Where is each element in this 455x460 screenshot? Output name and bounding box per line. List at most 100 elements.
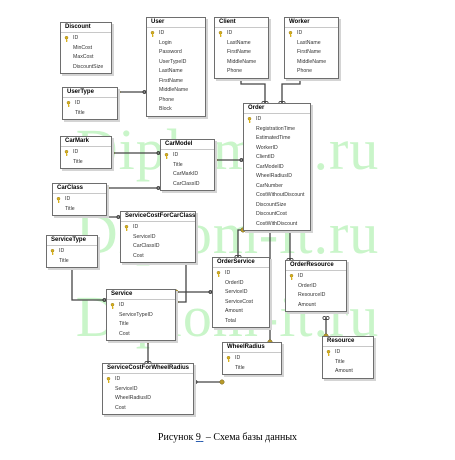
table-title: Order [244,104,310,114]
column-row: ID [61,34,111,44]
diagram-canvas: Diplom-it.ru Diplom-it.ru Diplom-it.ru D… [46,17,378,415]
column-name: WheelRadiusID [115,395,152,401]
relationship-service-to-order-service [173,289,216,295]
column-row: ID [285,29,338,39]
column-row: OrderID [213,279,269,289]
table-title: WheelRadius [223,343,281,353]
column-row: DiscountCost [244,210,310,220]
column-name: Phone [159,96,175,103]
column-row: ServiceID [103,385,193,395]
column-row: MiddleName [215,58,268,68]
caption-suffix: – Схема базы данных [203,432,298,443]
column-name: ID [227,30,233,36]
column-name: ID [173,152,179,158]
primary-key-icon [226,356,231,362]
column-name: ID [65,196,71,202]
relationship-car-model-to-order [212,157,247,163]
table-title: ServiceCostForWheelRadius [103,364,193,374]
column-name: ServiceCost [225,298,253,305]
column-name: MiddleName [297,58,327,65]
table-title: User [147,18,205,28]
column-row: FirstName [285,48,338,58]
column-row: LastName [215,39,268,49]
column-row: Title [63,109,117,119]
column-row: Title [323,358,373,368]
primary-key-icon [124,225,129,231]
column-name: CarNumber [256,182,283,189]
column-row: ID [244,115,310,125]
column-name: OrderID [225,279,244,286]
column-name: MiddleName [159,87,189,93]
column-name: CostWithDiscount [256,220,298,227]
column-name: Title [335,358,345,365]
column-row: ID [53,195,106,205]
column-name: Amount [225,308,243,314]
column-row: ID [121,223,195,233]
column-row: CarClassID [121,242,195,252]
column-name: Cost [133,252,144,259]
column-name: MaxCost [73,54,94,60]
column-row: Title [47,257,97,267]
table-title: UserType [63,88,117,98]
table-title: Worker [285,18,338,28]
column-row: CarModelID [244,163,310,173]
column-name: Title [119,321,129,327]
column-name: FirstName [227,49,251,55]
column-name: ID [256,116,262,122]
table-title: CarMark [61,137,111,147]
column-row: CarNumber [244,182,310,192]
column-name: Amount [298,301,316,308]
column-row: LastName [285,39,338,49]
primary-key-icon [150,31,155,37]
primary-key-icon [247,117,252,123]
column-row: ServiceTypeID [107,311,175,321]
column-row: Block [147,105,205,115]
column-name: ID [73,35,79,41]
column-name: ID [59,248,65,254]
column-row: Login [147,39,205,49]
column-row: ResourceID [286,291,346,301]
column-name: Cost [119,330,130,337]
column-name: ID [298,273,304,279]
primary-key-icon [106,377,111,383]
column-row: FirstName [215,48,268,58]
column-row: FirstName [147,77,205,87]
column-row: Password [147,48,205,58]
column-name: ServiceID [225,289,248,295]
primary-key-icon [50,249,55,255]
column-name: DiscountSize [73,63,104,70]
relationship-car-class-to-car-model [104,185,164,191]
relationship-wheel-radius-to-service-cost-for-wheel-radius [190,379,225,385]
column-name: ID [235,355,241,361]
table-title: CarClass [53,184,106,194]
column-row: Title [53,205,106,215]
column-name: Block [159,106,172,112]
column-name: CarModelID [256,163,284,170]
table-columns: ID Title [47,246,97,266]
column-row: Amount [286,301,346,311]
column-name: MiddleName [227,58,257,65]
column-row: CostWithoutDiscount [244,191,310,201]
column-name: LastName [297,39,321,46]
primary-key-icon [288,31,293,37]
